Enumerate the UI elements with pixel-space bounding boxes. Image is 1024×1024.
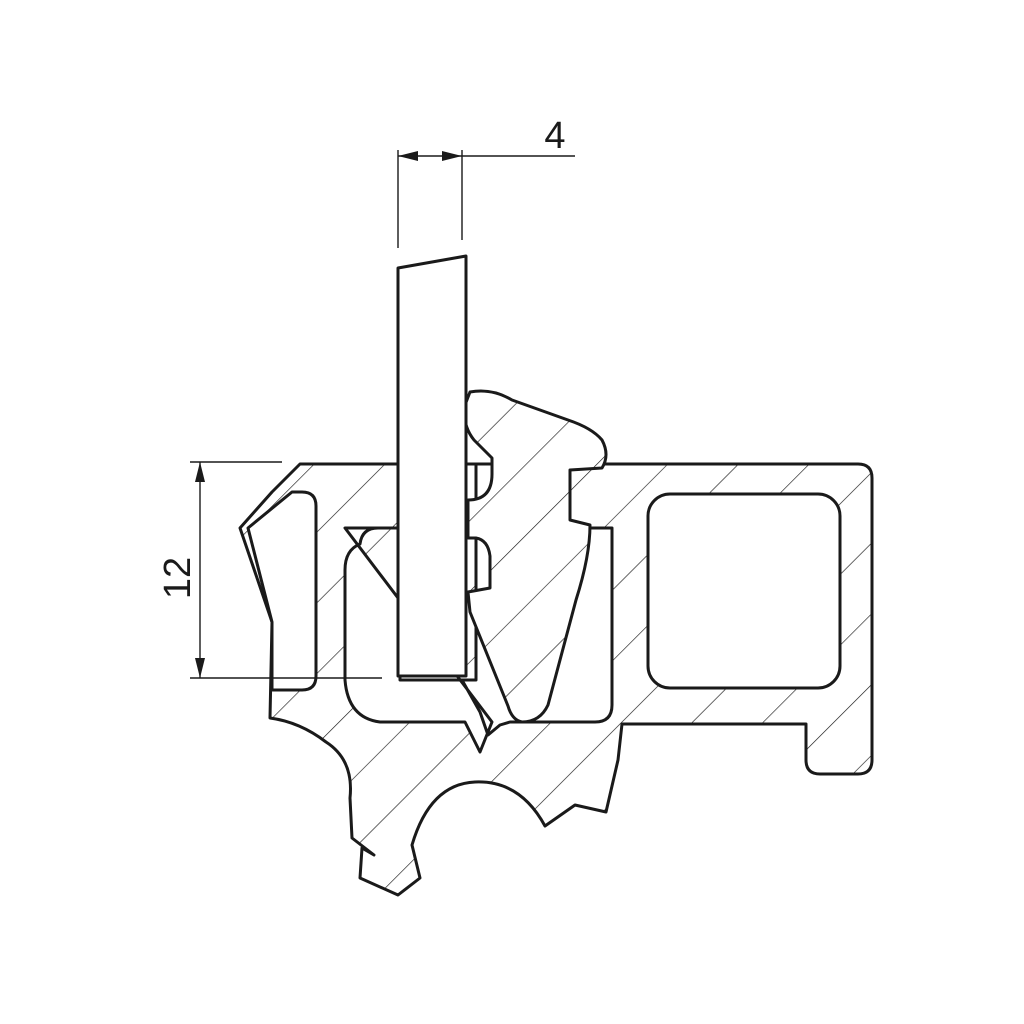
thickness-dimension: 4 — [397, 115, 575, 248]
wedge-gasket — [462, 389, 608, 724]
glass-pane — [396, 254, 468, 678]
thickness-label: 4 — [544, 115, 565, 157]
right-hollow-chamber — [646, 492, 842, 690]
height-label: 12 — [157, 557, 199, 599]
left-cavity — [246, 490, 318, 692]
height-dimension: 12 — [157, 461, 382, 679]
